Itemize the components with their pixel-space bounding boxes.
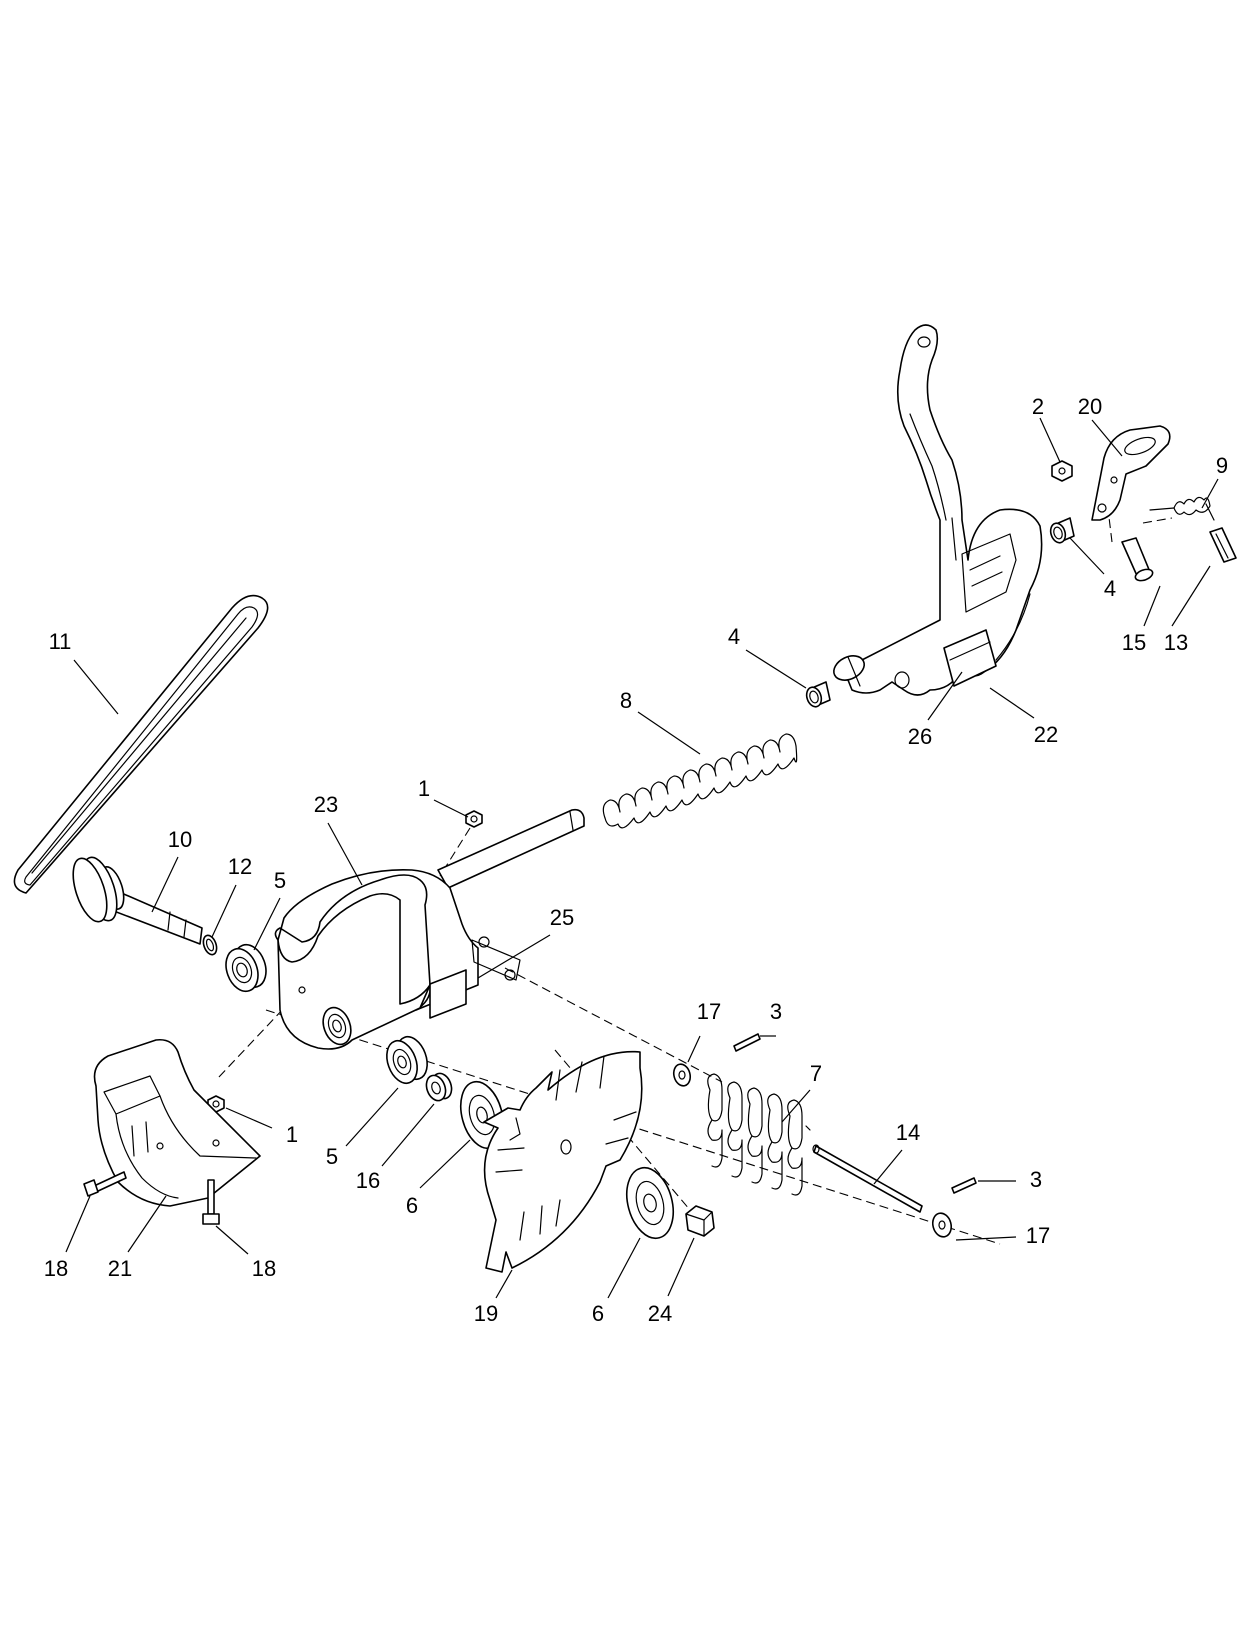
callout-2: 2 <box>1032 394 1044 419</box>
bolt-bottom <box>202 1179 220 1225</box>
callout-layer: 11 10 12 5 23 1 25 8 4 2 20 9 4 <box>44 394 1228 1326</box>
spacer-right <box>1049 517 1075 544</box>
callout-23: 23 <box>314 792 338 817</box>
chain-links <box>707 1073 811 1196</box>
torsion-spring <box>1149 496 1215 521</box>
cotter-pin-upper <box>733 1033 761 1052</box>
cotter-pin-lower <box>951 1177 977 1194</box>
callout-20: 20 <box>1078 394 1102 419</box>
chain-case-housing <box>274 808 585 1050</box>
flange-lower <box>625 1166 675 1240</box>
callout-1: 1 <box>418 776 430 801</box>
callout-24: 24 <box>648 1301 672 1326</box>
callout-18: 18 <box>252 1256 276 1281</box>
decal <box>429 969 467 1019</box>
rod <box>812 1144 923 1213</box>
drive-belt <box>13 594 269 894</box>
callout-11: 11 <box>49 629 72 654</box>
callout-16: 16 <box>356 1168 380 1193</box>
bushing <box>425 1072 453 1102</box>
guard <box>93 1038 261 1207</box>
bearing-upper <box>225 943 267 993</box>
retaining-ring <box>202 934 218 956</box>
washer-upper <box>672 1063 692 1087</box>
callout-1: 1 <box>286 1122 298 1147</box>
callout-5: 5 <box>326 1144 338 1169</box>
callout-4: 4 <box>1104 576 1116 601</box>
roll-pin <box>1209 527 1237 563</box>
blade <box>483 1050 643 1273</box>
latch-plate <box>1091 425 1171 521</box>
compression-spring <box>602 733 798 829</box>
callout-14: 14 <box>896 1120 920 1145</box>
callout-19: 19 <box>474 1301 498 1326</box>
callout-22: 22 <box>1034 722 1058 747</box>
callout-4: 4 <box>728 624 740 649</box>
callout-6: 6 <box>406 1193 418 1218</box>
callout-6: 6 <box>592 1301 604 1326</box>
locknut <box>685 1205 715 1237</box>
bolt-left <box>83 1171 127 1197</box>
nut-bracket <box>1051 460 1073 482</box>
callout-13: 13 <box>1164 630 1188 655</box>
callout-9: 9 <box>1216 453 1228 478</box>
bearing-lower <box>386 1035 428 1085</box>
callout-26: 26 <box>908 724 932 749</box>
callout-8: 8 <box>620 688 632 713</box>
pin <box>1121 537 1154 582</box>
callout-17: 17 <box>1026 1223 1050 1248</box>
drive-shaft <box>72 856 203 945</box>
nut-upper <box>465 810 483 828</box>
callout-7: 7 <box>810 1061 822 1086</box>
callout-21: 21 <box>108 1256 132 1281</box>
washer-lower <box>931 1212 953 1238</box>
callout-17: 17 <box>697 999 721 1024</box>
callout-15: 15 <box>1122 630 1146 655</box>
handle-frame <box>833 324 1043 696</box>
callout-5: 5 <box>274 868 286 893</box>
callout-25: 25 <box>550 905 574 930</box>
spacer-left <box>805 681 831 708</box>
callout-3: 3 <box>1030 1167 1042 1192</box>
callout-10: 10 <box>168 827 192 852</box>
callout-18: 18 <box>44 1256 68 1281</box>
callout-12: 12 <box>228 854 252 879</box>
pad <box>943 629 997 687</box>
callout-3: 3 <box>770 999 782 1024</box>
